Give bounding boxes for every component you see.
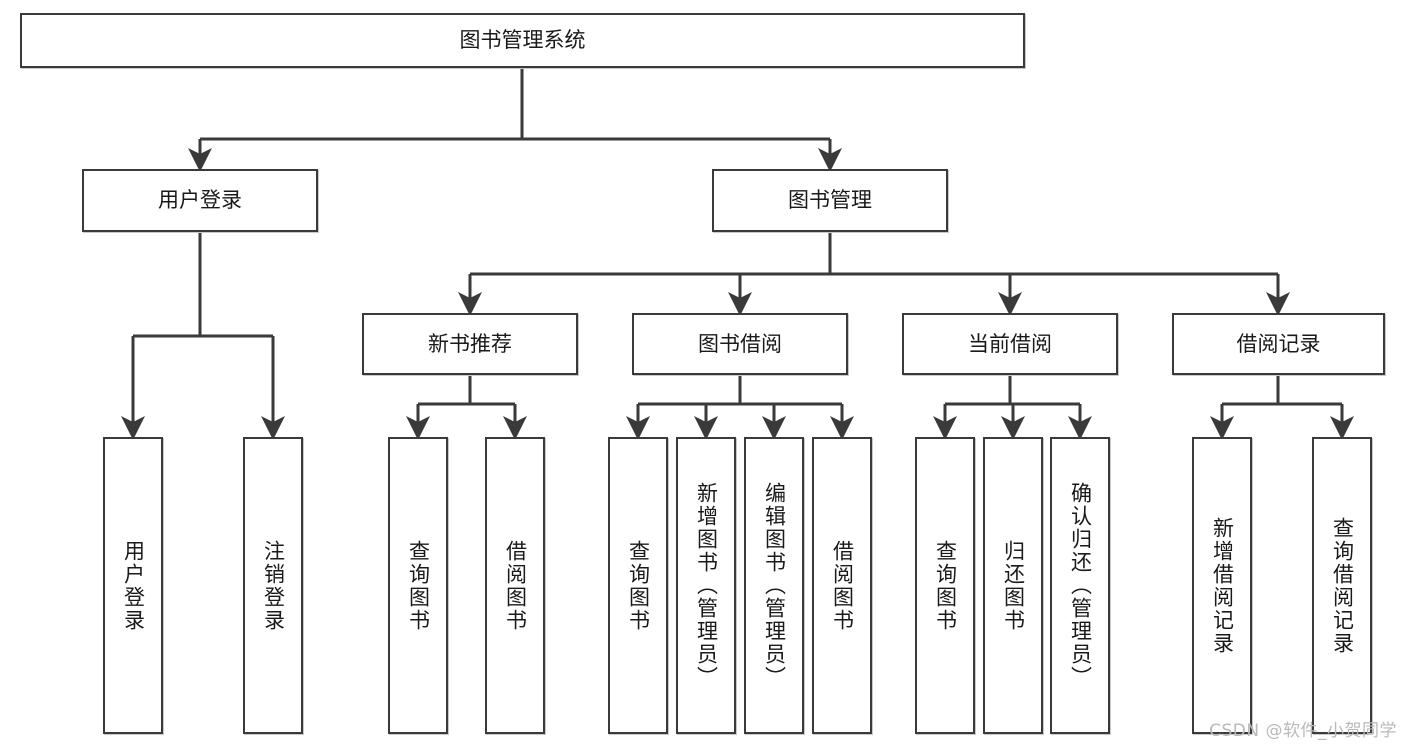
node-leaf-user-logout-label: 注销登录 (261, 539, 286, 632)
node-leaf-add-book-label: 新增图书（管理员） (694, 482, 719, 689)
node-leaf-add-book[interactable]: 新增图书（管理员） (676, 437, 736, 734)
node-leaf-confirm-return-label: 确认归还（管理员） (1068, 482, 1093, 689)
node-leaf-query-record[interactable]: 查询借阅记录 (1312, 437, 1372, 734)
watermark-text: CSDN @软件_小贺同学 (1209, 721, 1397, 741)
node-root-label: 图书管理系统 (459, 28, 586, 53)
node-leaf-edit-book[interactable]: 编辑图书（管理员） (744, 437, 804, 734)
node-new-book-recommend-label: 新书推荐 (428, 331, 512, 356)
node-root[interactable]: 图书管理系统 (20, 13, 1025, 68)
node-leaf-borrow-book-1[interactable]: 借阅图书 (485, 437, 545, 734)
node-borrow-record[interactable]: 借阅记录 (1172, 313, 1385, 375)
node-leaf-user-login-label: 用户登录 (121, 539, 146, 632)
node-leaf-query-book-1[interactable]: 查询图书 (388, 437, 448, 734)
node-leaf-query-book-3-label: 查询图书 (933, 539, 958, 632)
node-leaf-query-book-2[interactable]: 查询图书 (608, 437, 668, 734)
node-leaf-add-record[interactable]: 新增借阅记录 (1192, 437, 1252, 734)
node-leaf-query-book-3[interactable]: 查询图书 (915, 437, 975, 734)
node-leaf-query-record-label: 查询借阅记录 (1330, 516, 1355, 655)
node-leaf-return-book[interactable]: 归还图书 (983, 437, 1043, 734)
node-current-borrow[interactable]: 当前借阅 (902, 313, 1118, 375)
node-new-book-recommend[interactable]: 新书推荐 (362, 313, 578, 375)
node-book-borrow-label: 图书借阅 (698, 331, 782, 356)
node-leaf-return-book-label: 归还图书 (1001, 539, 1026, 632)
node-leaf-user-logout[interactable]: 注销登录 (243, 437, 303, 734)
node-leaf-query-book-1-label: 查询图书 (406, 539, 431, 632)
node-book-manage[interactable]: 图书管理 (712, 169, 948, 232)
node-leaf-user-login[interactable]: 用户登录 (103, 437, 163, 734)
node-user-login[interactable]: 用户登录 (82, 169, 318, 232)
node-current-borrow-label: 当前借阅 (968, 331, 1052, 356)
node-leaf-borrow-book-1-label: 借阅图书 (503, 539, 528, 632)
node-leaf-edit-book-label: 编辑图书（管理员） (762, 482, 787, 689)
node-user-login-label: 用户登录 (158, 188, 242, 213)
node-leaf-confirm-return[interactable]: 确认归还（管理员） (1050, 437, 1110, 734)
node-borrow-record-label: 借阅记录 (1236, 331, 1321, 356)
node-book-manage-label: 图书管理 (788, 188, 872, 213)
node-leaf-borrow-book-2-label: 借阅图书 (830, 539, 855, 632)
node-leaf-borrow-book-2[interactable]: 借阅图书 (812, 437, 872, 734)
node-leaf-add-record-label: 新增借阅记录 (1210, 516, 1235, 655)
node-leaf-query-book-2-label: 查询图书 (626, 539, 651, 632)
node-book-borrow[interactable]: 图书借阅 (632, 313, 848, 375)
